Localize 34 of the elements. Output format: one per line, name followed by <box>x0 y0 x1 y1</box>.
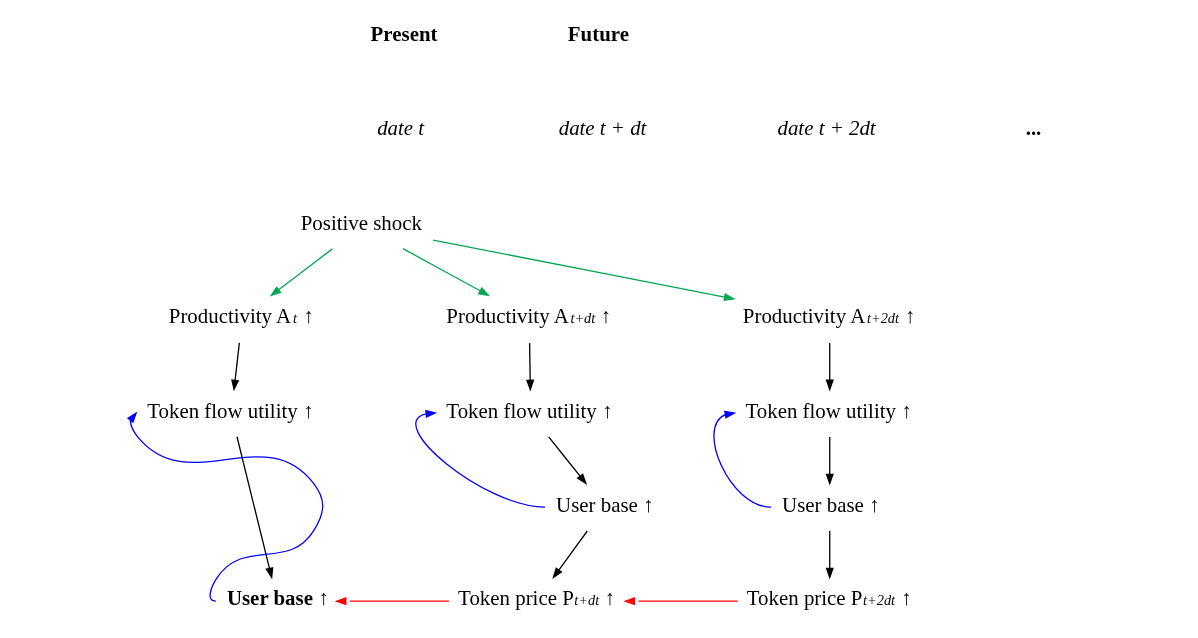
label: ... <box>1025 115 1041 140</box>
arrow <box>401 247 490 297</box>
node-text: User base ↑ <box>555 493 653 518</box>
arrow <box>414 409 546 508</box>
arrow <box>126 411 323 602</box>
arrow <box>825 530 834 580</box>
arrow <box>235 436 273 580</box>
node-text: Positive shock <box>300 210 422 235</box>
node-text: Token price Pt+2dt ↑ <box>746 585 911 610</box>
arrow <box>525 342 534 392</box>
label: Present <box>370 21 437 46</box>
node-text: Token flow utility ↑ <box>744 399 912 424</box>
node-text: Token price Pt+dt ↑ <box>457 585 615 610</box>
arrow <box>825 342 834 392</box>
arrow <box>431 239 736 302</box>
arrow <box>551 530 588 580</box>
arrow <box>334 597 450 606</box>
arrow <box>622 597 738 606</box>
label: date t + dt <box>558 115 646 140</box>
node-text: Productivity At ↑ <box>168 303 314 328</box>
node-text: Productivity At+dt ↑ <box>445 303 611 328</box>
label: Future <box>567 21 629 46</box>
arrow <box>825 436 834 486</box>
arrow <box>230 342 240 392</box>
arrow <box>269 248 333 297</box>
label: date t + 2dt <box>776 115 876 140</box>
node-text: User base ↑ <box>781 493 879 518</box>
node-text: Token flow utility ↑ <box>146 399 313 424</box>
node-text: Productivity At+2dt ↑ <box>742 303 915 328</box>
node-text: User base ↑ <box>226 585 329 610</box>
arrow <box>712 410 772 508</box>
label: date t <box>376 115 424 140</box>
arrow <box>547 436 587 485</box>
node-text: Token flow utility ↑ <box>445 399 612 424</box>
